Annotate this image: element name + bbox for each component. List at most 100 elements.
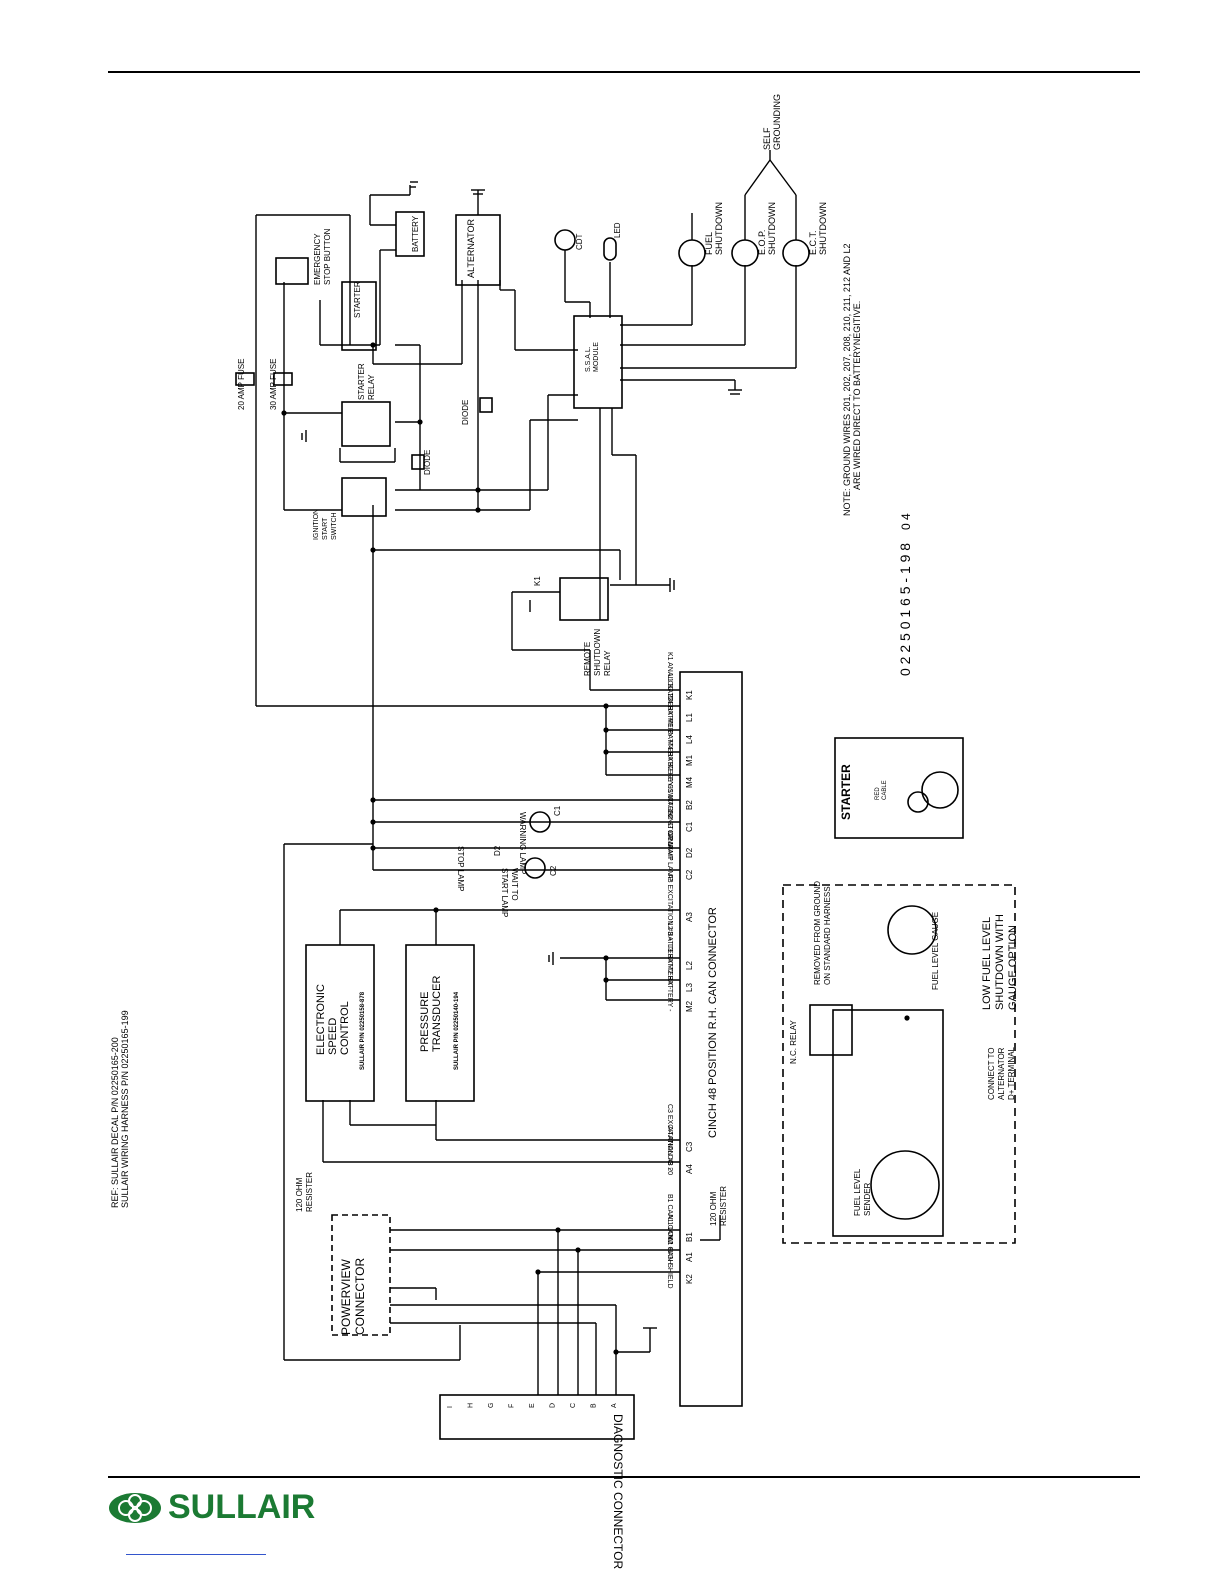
diag-pin-g: G	[488, 1403, 495, 1408]
fuel-shutdown-label-2: SHUTDOWN	[714, 202, 724, 255]
warning-lamp-label: WARNING LAMP	[518, 812, 527, 874]
remote-relay-label-2: SHUTDOWN	[593, 629, 602, 676]
can-pin-c1: C1	[685, 821, 694, 832]
ohm-left-label-1: 120 OHM	[295, 1177, 304, 1212]
note-line-1: NOTE: GROUND WIRES 201, 202, 207, 208, 2…	[842, 244, 852, 516]
ohm-left-label-2: RESISTER	[305, 1172, 314, 1212]
wait-to-start-lamp	[524, 857, 546, 879]
diode-label-2: DIODE	[423, 450, 432, 475]
can-pin-b1: B1	[685, 1232, 694, 1242]
powerview-label-2: CONNECTOR	[353, 1258, 367, 1335]
can-pin-label-l4: L4 BATTERY +	[666, 696, 673, 743]
can-pin-label-m4: M4 BATTERY +	[666, 740, 673, 789]
fuse-20a	[235, 372, 255, 386]
can-pin-l2: L2	[685, 961, 694, 970]
can-pin-label-l2: L2 BATTERY -	[666, 922, 673, 968]
esc-label-1: ELECTRONIC	[315, 984, 327, 1055]
diagnostic-label: DIAGNOSTIC CONNECTOR	[611, 1414, 625, 1569]
red-cable-label-2: CABLE	[882, 780, 888, 800]
starter-detail-box	[834, 737, 964, 839]
ssal-label-1: S.S.A.L.	[585, 346, 592, 372]
ignition-label-2: START	[322, 517, 329, 540]
can-pin-label-a1: A1 CAN 1 HIGH	[666, 1214, 673, 1265]
eop-shutdown-label-2: SHUTDOWN	[767, 202, 777, 255]
can-connector-label: CINCH 48 POSITION R.H. CAN CONNECTOR	[707, 907, 719, 1138]
can-pin-label-l3: L3 BATTERY -	[666, 944, 673, 990]
eop-shutdown-label-1: E.O.P.	[757, 230, 767, 255]
nc-relay-box	[809, 1004, 853, 1056]
diagnostic-connector-box	[439, 1394, 635, 1440]
can-pin-m1: M1	[685, 754, 694, 766]
can-pin-label-a4: A4 ANALOG 20	[666, 1126, 673, 1175]
ignition-switch-box	[341, 477, 387, 517]
ohm-right-label-1: 120 OHM	[709, 1191, 718, 1226]
low-fuel-label-1: LOW FUEL LEVEL	[981, 917, 993, 1010]
can-pin-k2: K2	[685, 1274, 694, 1284]
can-pin-l1: L1	[685, 713, 694, 722]
stop-lamp-label: STOP LAMP	[456, 846, 465, 892]
fuse-30a	[273, 372, 293, 386]
cdt-sensor	[554, 229, 576, 251]
brand-name: SULLAIR	[168, 1488, 316, 1526]
remote-relay-label-3: RELAY	[603, 650, 612, 676]
junction-layer	[281, 342, 910, 1355]
diode-symbol-2	[411, 454, 425, 470]
can-pin-label-k2: K2 CAN SHIELD	[666, 1236, 673, 1289]
battery-box	[395, 211, 425, 257]
can-pin-label-c2: C2 WAIT LAMP	[666, 832, 673, 881]
sullair-emblem-icon	[109, 1492, 161, 1523]
fuel-sender-label-1: FUEL LEVEL	[853, 1168, 862, 1216]
fuse-30-label: 30 AMP FUSE	[269, 359, 278, 410]
esc-pn: SULLAIR P/N 02250158-878	[360, 991, 366, 1070]
can-pin-label-m1: M1 BATTERY +	[666, 718, 673, 767]
ref-line-1: REF: SULLAIR DECAL P/N 02250165-200	[110, 1037, 120, 1208]
eop-shutdown-switch	[731, 239, 759, 267]
red-cable-label-1: RED	[875, 787, 881, 800]
can-pin-label-b2: B2 KEY SWITCH	[666, 762, 673, 816]
wait-lamp-label-1: WAIT TO	[510, 868, 519, 901]
sullair-logo: SULLAIR	[108, 1488, 315, 1527]
can-pin-label-d2: D2 STOP LAMP	[666, 810, 673, 861]
ground-layer	[301, 181, 742, 1352]
starter-relay-label-1: STARTER	[357, 363, 366, 400]
can-pin-label-l1: L1 BATTERY +	[666, 674, 673, 721]
emergency-stop-label-1: EMERGENCY	[313, 233, 322, 285]
diag-pin-f: F	[509, 1404, 516, 1408]
removed-label-1: REMOVED FROM GROUND	[813, 881, 822, 985]
low-fuel-label-2: SHUTDOWN WITH	[994, 914, 1006, 1010]
ect-shutdown-switch	[782, 239, 810, 267]
can-pin-label-b1: B1 CAN 1 LOW	[666, 1194, 673, 1243]
fuel-sender-label-2: SENDER	[863, 1182, 872, 1216]
ect-shutdown-label-2: SHUTDOWN	[818, 202, 828, 255]
can-pin-k1: K1	[685, 690, 694, 700]
powerview-box	[331, 1214, 391, 1336]
removed-label-2: ON STANDARD HARNESS	[823, 886, 832, 985]
fuse-20-label: 20 AMP FUSE	[237, 359, 246, 410]
note-line-2: ARE WIRED DIRECT TO BATTERYNEGITIVE.	[852, 301, 862, 490]
emergency-stop-box	[275, 257, 309, 285]
diag-pin-c: C	[570, 1403, 577, 1408]
fuel-gauge-circle	[887, 905, 937, 955]
ssal-module-box	[573, 315, 623, 409]
can-pin-l4: L4	[685, 735, 694, 744]
diag-pin-d: D	[550, 1403, 557, 1408]
doc-rev: 0 4	[899, 513, 913, 530]
cdt-label: CDT	[575, 233, 584, 250]
starter-relay-box	[341, 401, 391, 447]
battery-label: BATTERY	[411, 215, 420, 252]
powerview-label-1: POWERVIEW	[339, 1259, 353, 1335]
can-connector-box	[679, 671, 743, 1407]
top-rule	[108, 71, 1140, 73]
diag-pin-i: I	[447, 1406, 454, 1408]
esc-box	[305, 944, 375, 1102]
diag-pin-b: B	[591, 1403, 598, 1408]
lamp-d2-label: D2	[493, 845, 502, 856]
fuel-shutdown-switch	[678, 239, 706, 267]
k1-label: K1	[533, 576, 542, 586]
starter-motor-circle	[921, 771, 959, 809]
can-pin-b2: B2	[685, 800, 694, 810]
circle-layer	[235, 229, 959, 1220]
pt-label-2: TRANSDUCER	[431, 976, 443, 1052]
can-pin-d2: D2	[685, 847, 694, 858]
